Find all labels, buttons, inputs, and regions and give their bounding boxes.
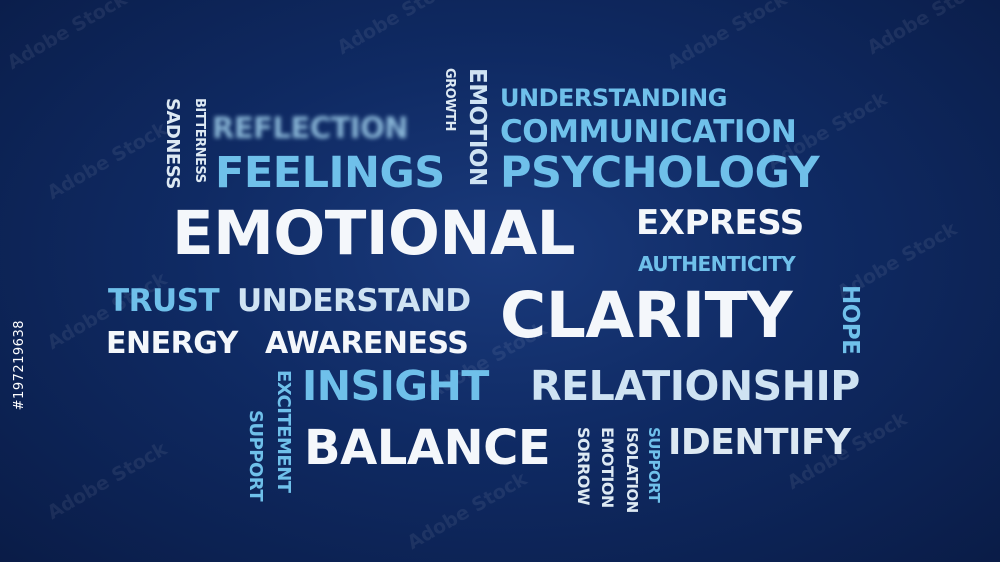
watermark: Adobe Stock [863,0,991,60]
word-trust: TRUST [108,283,220,319]
word-reflection: REFLECTION [212,111,409,145]
word-insight: INSIGHT [302,362,489,410]
word-feelings: FEELINGS [215,148,445,198]
word-emotion-bottom: EMOTION [598,427,617,508]
word-excitement: EXCITEMENT [273,370,294,493]
watermark: Adobe Stock [663,0,791,75]
watermark: Adobe Stock [43,437,171,525]
word-emotion-top: EMOTION [464,68,490,186]
word-clarity: CLARITY [500,279,793,352]
word-balance: BALANCE [304,420,551,476]
word-psychology: PSYCHOLOGY [500,148,820,198]
word-relationship: RELATIONSHIP [530,362,860,410]
word-hope: HOPE [837,285,863,355]
word-energy: ENERGY [106,326,238,361]
watermark: Adobe Stock [3,0,131,75]
watermark: Adobe Stock [333,0,461,60]
word-express: EXPRESS [636,203,804,243]
word-support-right: SUPPORT [645,427,663,503]
watermark: Adobe Stock [43,117,171,205]
word-support-left: SUPPORT [245,410,266,502]
word-communication: COMMUNICATION [500,114,797,150]
word-authenticity: AUTHENTICITY [638,252,796,276]
word-understand: UNDERSTAND [237,283,471,319]
word-isolation: ISOLATION [623,427,641,513]
word-growth: GROWTH [442,68,457,131]
word-understanding: UNDERSTANDING [500,84,727,112]
word-bitterness: BITTERNESS [192,98,207,183]
word-sorrow: SORROW [574,427,593,506]
watermark: Adobe Stock [403,467,531,555]
word-awareness: AWARENESS [265,326,469,361]
word-emotional: EMOTIONAL [172,198,576,269]
stock-id: #197219638 [12,320,27,411]
word-identify: IDENTIFY [668,422,851,463]
word-sadness: SADNESS [162,98,183,189]
